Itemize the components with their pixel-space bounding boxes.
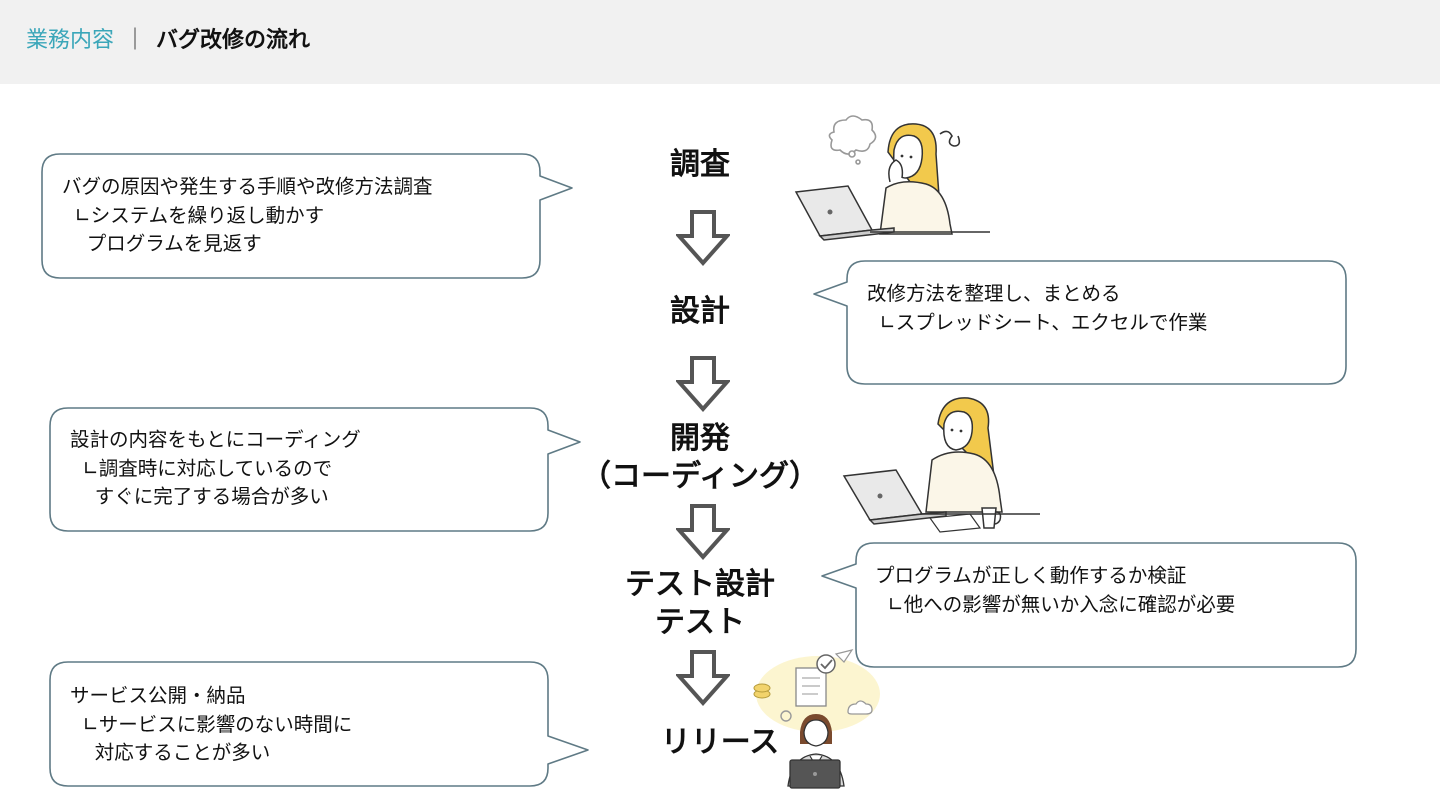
- page-title: バグ改修の流れ: [156, 28, 311, 53]
- working-woman-laptop-icon: [842, 397, 1040, 533]
- note-bubble-development: [49, 407, 581, 532]
- step-development: 開発 （コーディング）: [581, 421, 819, 494]
- step-research: 調査: [670, 147, 730, 182]
- note-bubble-research: [41, 153, 573, 279]
- header-bar: 業務内容 ｜ バグ改修の流れ: [0, 0, 1440, 84]
- release-woman-laptop-icon: [753, 649, 880, 789]
- note-bubble-test: [821, 542, 1357, 668]
- section-label: 業務内容: [26, 28, 115, 53]
- down-arrow-icon: [676, 356, 730, 412]
- down-arrow-icon: [676, 504, 730, 560]
- thinking-woman-laptop-icon: [794, 115, 990, 241]
- down-arrow-icon: [676, 210, 730, 266]
- step-release: リリース: [660, 725, 780, 760]
- step-design: 設計: [670, 294, 730, 329]
- note-research: バグの原因や発生する手順や改修方法調査 ∟システムを繰り返し動かす プログラムを…: [62, 175, 433, 255]
- heading-separator: ｜: [124, 28, 147, 53]
- note-development: 設計の内容をもとにコーディング ∟調査時に対応しているので すぐに完了する場合が…: [70, 428, 361, 508]
- note-design: 改修方法を整理し、まとめる ∟スプレッドシート、エクセルで作業: [867, 282, 1208, 334]
- step-test: テスト設計 テスト: [625, 567, 775, 640]
- note-bubble-release: [49, 661, 589, 787]
- down-arrow-icon: [676, 650, 730, 706]
- note-bubble-design: [813, 260, 1347, 385]
- note-test: プログラムが正しく動作するか検証 ∟他への影響が無いか入念に確認が必要: [875, 564, 1236, 616]
- page-heading: 業務内容 ｜ バグ改修の流れ: [26, 26, 310, 56]
- note-release: サービス公開・納品 ∟サービスに影響のない時間に 対応することが多い: [70, 684, 353, 764]
